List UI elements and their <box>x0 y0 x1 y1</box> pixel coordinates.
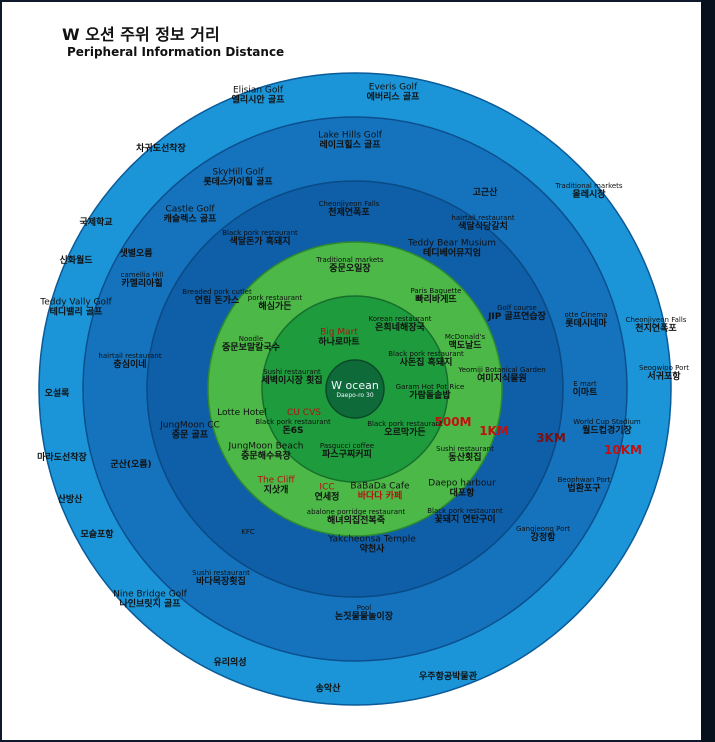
title-korean: W 오션 주위 정보 거리 <box>62 25 220 44</box>
place-songaksan: 송악산 <box>315 683 341 694</box>
place-marado-pier: 마라도선착장 <box>37 452 87 463</box>
place-aerospace-museum: 우주항공박물관 <box>419 671 477 682</box>
place-chagwido-pier: 차귀도선착장 <box>136 143 186 154</box>
right-edge-band <box>701 0 715 742</box>
distance-10km: 10KM <box>604 443 642 457</box>
place-shinhwa-world: 신화월드 <box>59 255 93 266</box>
center-disc <box>325 359 385 419</box>
place-glass-castle: 유리의성 <box>213 657 247 668</box>
place-sanbangsan: 산방산 <box>57 494 83 505</box>
place-international-school: 국제학교 <box>79 217 113 228</box>
title-english: Peripheral Information Distance <box>67 45 285 59</box>
distance-1km: 1KM <box>479 424 509 438</box>
center-w-ocean: W ocean Daepo-ro 30 <box>331 379 379 399</box>
place-osulloc: 오설록 <box>44 388 70 399</box>
place-saetbyeol-oreum: 샛별오름 <box>119 248 153 259</box>
distance-500m: 500M <box>434 415 472 429</box>
ring-10km-border <box>38 72 672 706</box>
place-gunsan-oreum: 군산(오름) <box>110 459 152 470</box>
place-lotte-hotel: Lotte Hotel <box>217 407 267 418</box>
place-moseulpo-port: 모슬포항 <box>80 529 114 540</box>
center-address: Daepo-ro 30 <box>336 392 374 399</box>
place-kfc: KFC <box>241 527 255 536</box>
center-name: W ocean <box>331 378 379 392</box>
distance-3km: 3KM <box>536 431 566 445</box>
place-cu-cvs: CU CVS <box>287 407 321 418</box>
place-gogeunsan: 고근산 <box>472 187 498 198</box>
